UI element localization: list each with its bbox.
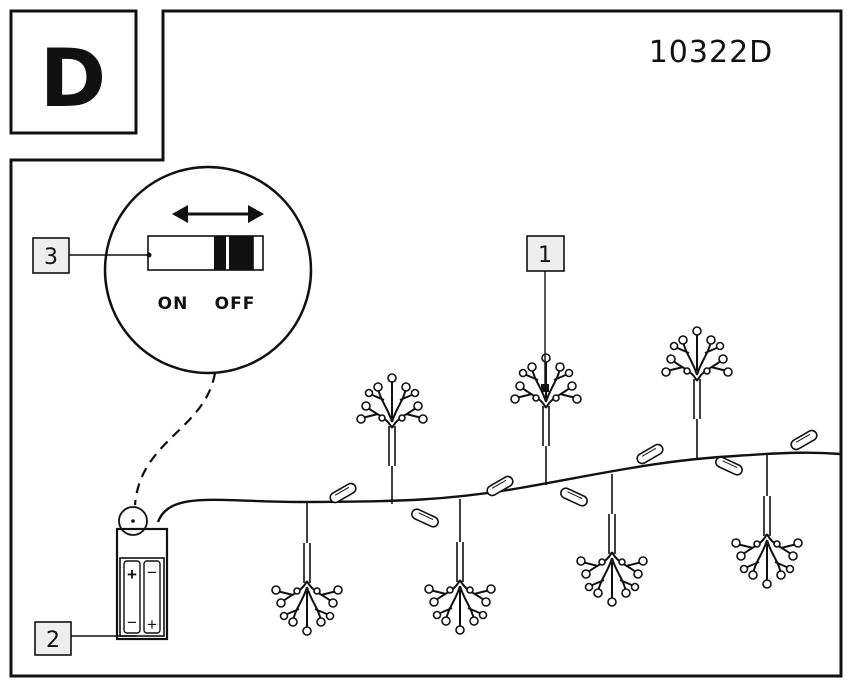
battery-minus-left: −: [127, 613, 137, 632]
battery-icon: + − − +: [115, 527, 169, 641]
battery-plus-right: +: [147, 615, 157, 634]
section-letter-box: [9, 9, 138, 135]
switch-off-label: OFF: [215, 294, 256, 314]
zoom-dashed-link: [133, 372, 217, 506]
model-number: 10322D: [649, 35, 774, 70]
callout-2-box: [34, 621, 72, 656]
callout-2-number: 2: [46, 628, 60, 653]
callout-1-number: 1: [538, 243, 552, 268]
battery-minus-right: −: [147, 563, 157, 582]
switch-on-label: ON: [158, 294, 189, 314]
double-arrow-icon: [172, 205, 264, 223]
switch-icon: [147, 235, 264, 271]
battery-plus-left: +: [127, 565, 137, 584]
callout-3-number: 3: [44, 245, 58, 270]
tree-bulb-icon: [272, 326, 802, 635]
switch-location-marker: [118, 506, 148, 536]
diagram-frame: [9, 9, 843, 678]
section-letter: D: [40, 32, 106, 125]
light-string-wire: [156, 451, 842, 523]
